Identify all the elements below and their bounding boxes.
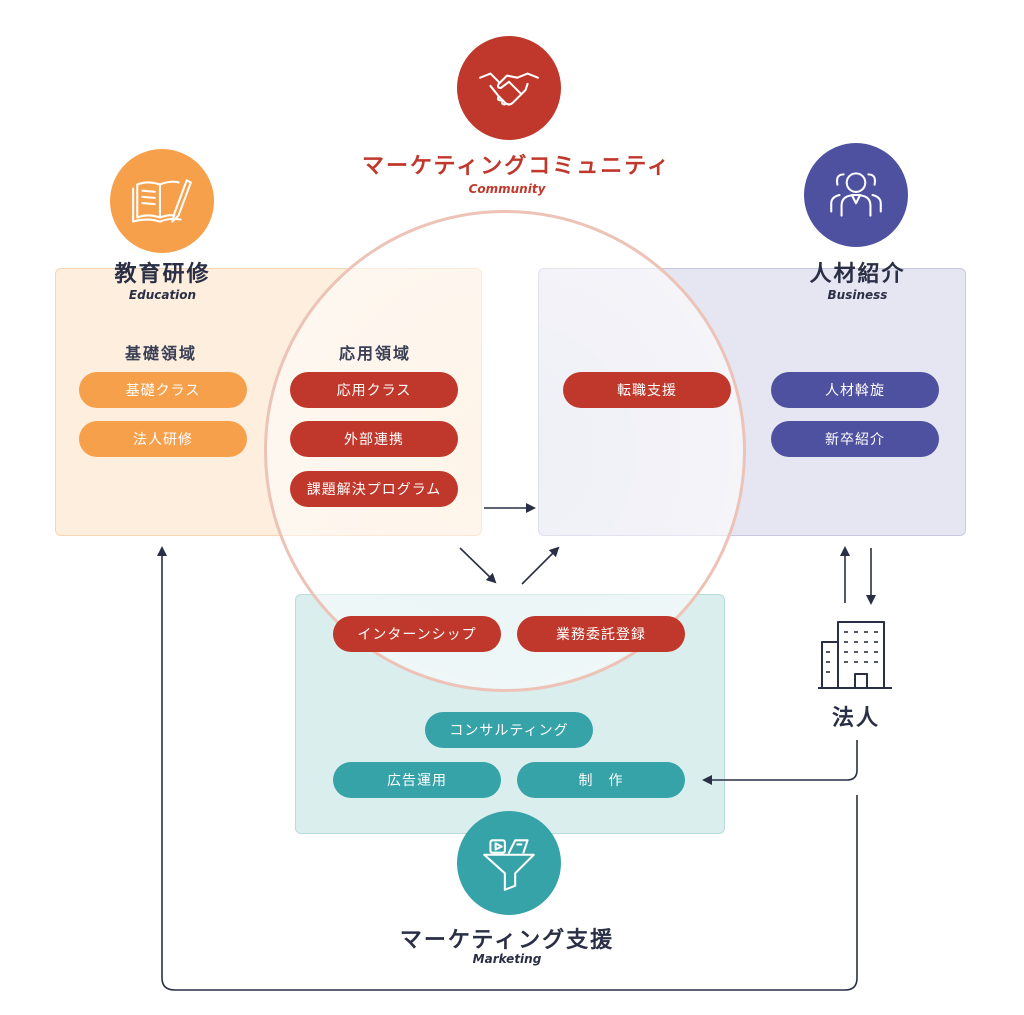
pill-career-support: 転職支援 (563, 372, 731, 408)
people-icon (830, 172, 882, 217)
education-subtitle: Education (128, 288, 197, 302)
pill-consulting: コンサルティング (425, 712, 593, 748)
pill-external-collab: 外部連携 (290, 421, 458, 457)
business-badge (804, 143, 908, 247)
business-title: 人材紹介 (809, 262, 906, 287)
pill-applied-class: 応用クラス (290, 372, 458, 408)
book-pen-icon (132, 179, 192, 223)
business-subtitle: Business (827, 288, 888, 302)
pill-ad-operations: 広告運用 (333, 762, 501, 798)
applied-area-heading: 応用領域 (338, 344, 411, 363)
community-badge (457, 36, 561, 140)
education-badge (110, 149, 214, 253)
education-title: 教育研修 (114, 262, 211, 287)
pill-corporate-training: 法人研修 (79, 421, 247, 457)
pill-placement: 人材斡旋 (771, 372, 939, 408)
marketing-badge (457, 811, 561, 915)
corporate-label: 法人 (831, 706, 880, 731)
pill-new-grad: 新卒紹介 (771, 421, 939, 457)
marketing-title: マーケティング支援 (399, 928, 615, 953)
community-subtitle: Community (468, 182, 546, 196)
pill-production: 制 作 (517, 762, 685, 798)
pill-outsourcing: 業務委託登録 (517, 616, 685, 652)
building-icon (818, 621, 892, 689)
community-title: マーケティングコミュニティ (362, 154, 671, 179)
arrow-education-to-marketing (459, 547, 497, 584)
arrow-loop-to-education (157, 546, 858, 991)
basic-area-heading: 基礎領域 (124, 344, 197, 363)
funnel-icon (483, 839, 535, 891)
pill-solution-program: 課題解決プログラム (290, 471, 458, 507)
arrow-marketing-to-business (521, 546, 560, 585)
arrow-corporate-to-production (702, 740, 858, 785)
marketing-subtitle: Marketing (472, 952, 542, 966)
handshake-icon (479, 72, 539, 106)
pill-basic-class: 基礎クラス (79, 372, 247, 408)
pill-internship: インターンシップ (333, 616, 501, 652)
